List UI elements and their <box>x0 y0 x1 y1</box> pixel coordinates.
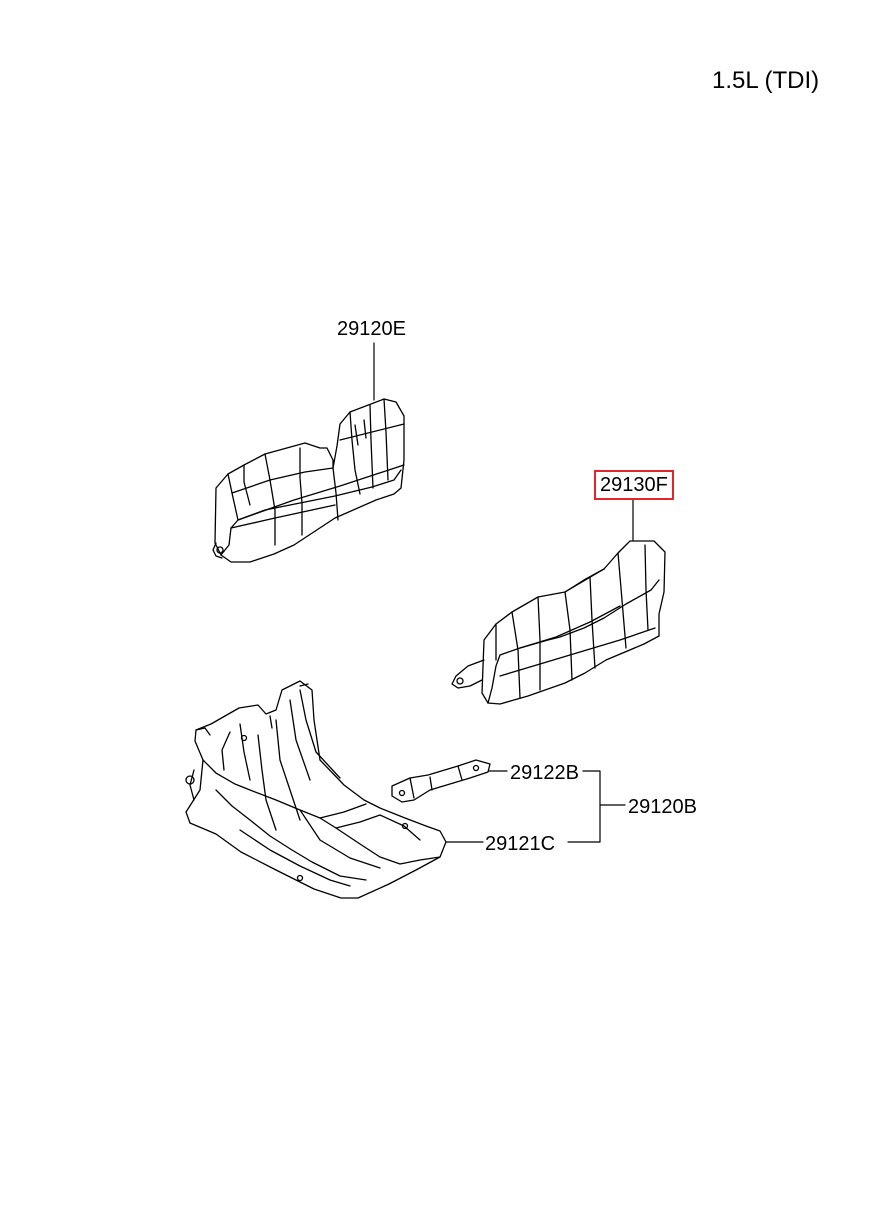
leader-lines <box>373 342 634 843</box>
part-29122b-bracket <box>391 759 491 803</box>
callout-29120e[interactable]: 29120E <box>337 318 406 340</box>
callout-29122b[interactable]: 29122B <box>510 762 579 784</box>
callout-29130f[interactable]: 29130F <box>594 470 674 500</box>
callout-29121c[interactable]: 29121C <box>485 833 556 855</box>
engine-variant-label: 1.5L (TDI) <box>712 67 820 94</box>
callout-29120b[interactable]: 29120B <box>628 796 697 818</box>
part-29120e-side-cover <box>212 398 405 563</box>
part-29121c-engine-under-cover <box>185 680 447 899</box>
bracket-29120b <box>567 770 601 843</box>
part-29130f-side-cover <box>451 540 666 705</box>
